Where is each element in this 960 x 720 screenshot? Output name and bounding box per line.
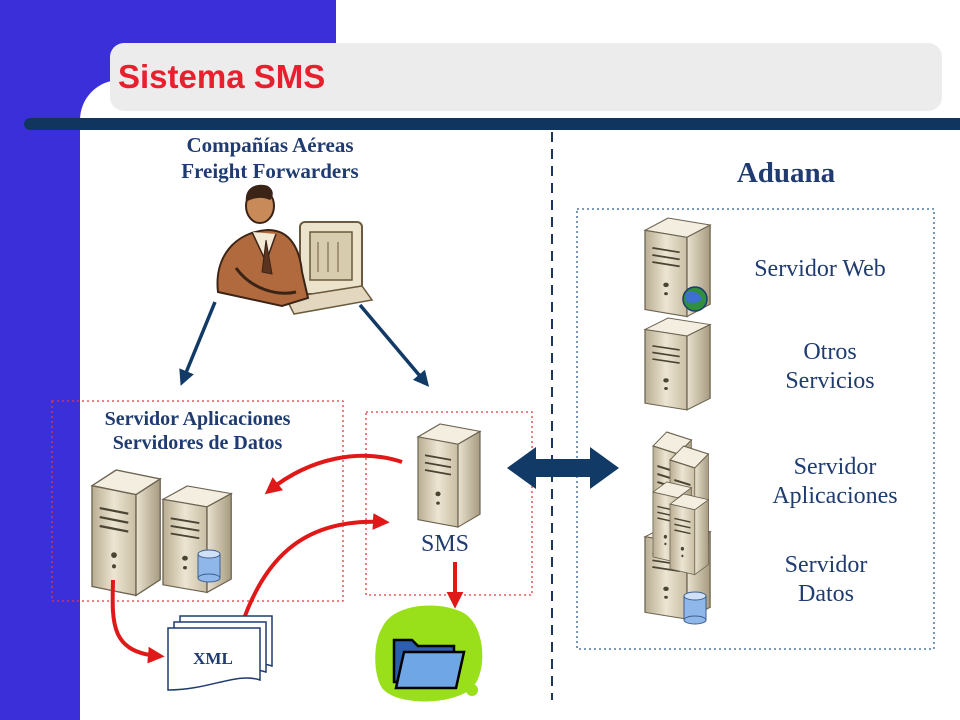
arrow-sms-to-app-server	[264, 453, 403, 495]
content-panel	[80, 80, 960, 720]
other-services-line1: Otros	[803, 339, 857, 365]
customs-title: Aduana	[736, 157, 836, 189]
customs-app-server-label: Servidor Aplicaciones	[740, 453, 930, 512]
app-server-tower-icon	[90, 468, 162, 597]
customs-data-server-line2: Datos	[798, 581, 854, 608]
customs-app-server-line1: Servidor	[793, 454, 877, 480]
customs-data-server-line1: Servidor	[784, 552, 868, 578]
other-services-server-icon	[643, 316, 712, 411]
title-rule	[24, 118, 960, 130]
bidirectional-arrow	[507, 447, 619, 489]
local-servers-box	[51, 400, 344, 602]
local-app-servers-text: Servidor Aplicaciones	[104, 408, 291, 430]
xml-label: XML	[193, 649, 233, 668]
airlines-label: Compañías Aéreas Freight Forwarders	[130, 133, 410, 184]
arrow-to-local-servers	[179, 301, 217, 386]
person-at-computer-icon	[216, 184, 374, 315]
local-servers-label: Servidor Aplicaciones Servidores de Dato…	[52, 407, 343, 456]
customs-box	[576, 208, 935, 650]
airlines-label-line2: Freight Forwarders	[181, 158, 359, 183]
customs-app-server-line2: Aplicaciones	[772, 483, 898, 510]
arrow-server-to-xml	[110, 579, 165, 664]
customs-database-icon	[683, 591, 707, 625]
xml-document-icon	[167, 615, 273, 691]
sms-server-icon	[417, 423, 481, 529]
customs-data-server-label: Servidor Datos	[736, 551, 916, 610]
database-icon	[197, 549, 221, 583]
data-server-icon	[161, 484, 233, 594]
other-services-label: Otros Servicios	[740, 338, 920, 397]
globe-icon	[682, 286, 708, 312]
title-bar	[110, 43, 942, 111]
arrow-to-sms	[358, 303, 430, 387]
arrow-xml-to-sms	[238, 513, 390, 631]
app-server-cluster-icon	[643, 431, 712, 621]
airlines-label-line1: Compañías Aéreas	[186, 133, 354, 157]
other-services-line2: Servicios	[785, 368, 875, 395]
folder-icon	[375, 605, 483, 702]
slide-title: Sistema SMS	[118, 58, 326, 95]
sms-label: SMS	[420, 531, 470, 557]
local-data-servers-text: Servidores de Datos	[112, 432, 283, 455]
web-server-label: Servidor Web	[754, 256, 886, 282]
